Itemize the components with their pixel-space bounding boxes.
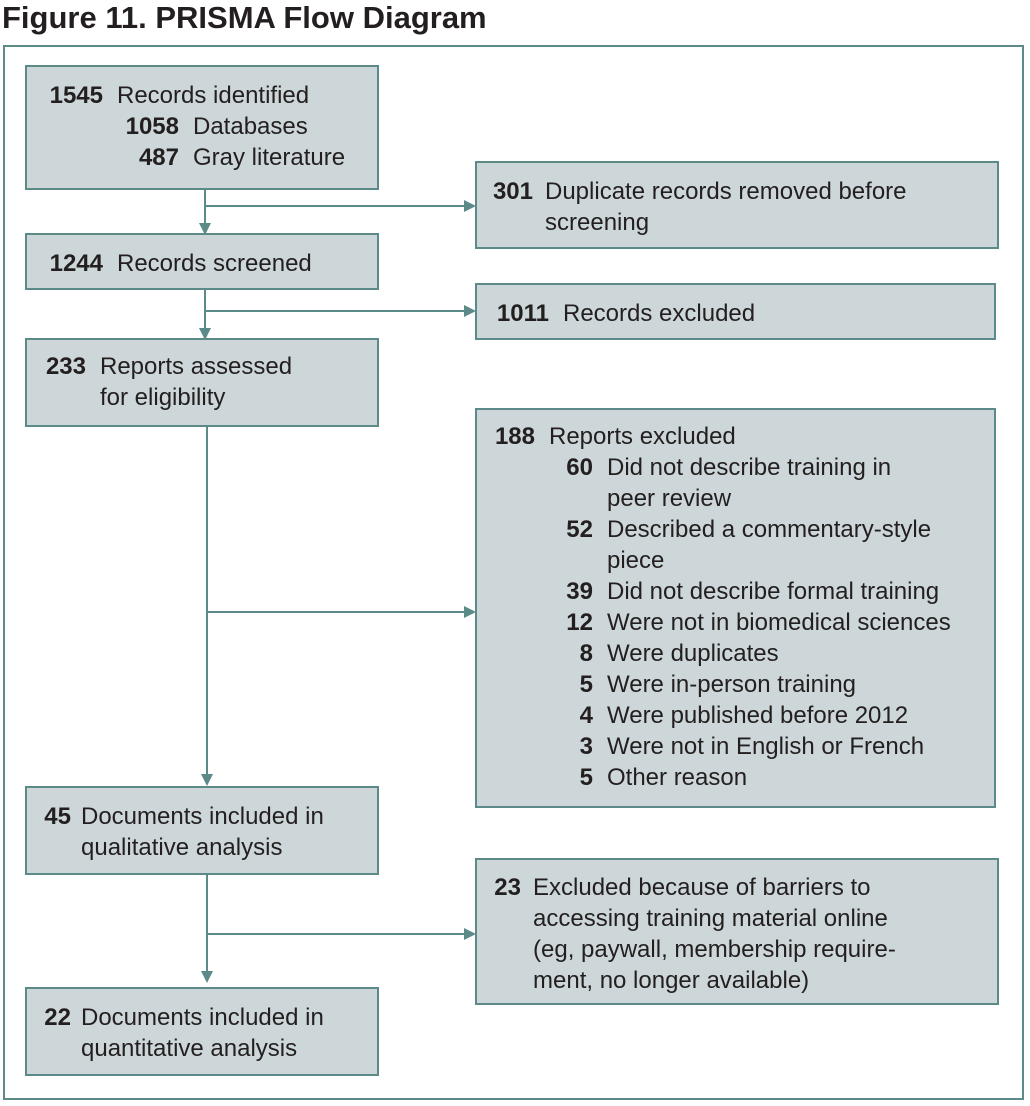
reason-count: 3: [579, 733, 593, 760]
count: 188: [494, 423, 535, 450]
reason-label-cont: piece: [607, 547, 665, 574]
label: Duplicate records removed before: [545, 178, 907, 205]
reason-label: Did not describe formal training: [607, 578, 940, 605]
box-records-screened: 1244 Records screened: [25, 233, 379, 290]
figure-title: Figure 11. PRISMA Flow Diagram: [2, 0, 487, 35]
label-cont: ment, no longer available): [533, 967, 810, 994]
box-records-identified: 1545 Records identified 1058 Databases 487…: [25, 65, 379, 190]
label-cont: screening: [545, 209, 650, 236]
label: Reports assessed: [100, 353, 293, 380]
label: Reports excluded: [549, 423, 736, 450]
box-records-excluded: 1011 Records excluded: [475, 283, 996, 340]
box-duplicates-removed: 301 Duplicate records removed before scre…: [475, 161, 999, 249]
reason-label: Were duplicates: [607, 640, 779, 667]
box-reports-excluded: 188 Reports excluded 60 Did not describe t…: [475, 408, 996, 808]
label: Gray literature: [193, 144, 346, 171]
label: Excluded because of barriers to: [533, 874, 871, 901]
label: Databases: [193, 113, 308, 140]
reason-label-cont: peer review: [607, 485, 732, 512]
label-cont: qualitative analysis: [81, 834, 283, 861]
box-quantitative-analysis: 22 Documents included in quantitative ana…: [25, 987, 379, 1076]
label-cont: for eligibility: [100, 384, 226, 411]
reason-count: 12: [566, 609, 593, 636]
reason-count: 5: [579, 671, 593, 698]
label-cont: (eg, paywall, membership require-: [533, 936, 896, 963]
reason-label: Were published before 2012: [607, 702, 909, 729]
label: Records screened: [117, 250, 312, 277]
count: 487: [138, 144, 179, 171]
label: Documents included in: [81, 1004, 324, 1031]
count: 301: [492, 178, 533, 205]
reason-label: Were in-person training: [607, 671, 857, 698]
box-qualitative-analysis: 45 Documents included in qualitative anal…: [25, 786, 379, 875]
label: Documents included in: [81, 803, 324, 830]
reason-label: Described a commentary-style: [607, 516, 932, 543]
label-cont: accessing training material online: [533, 905, 888, 932]
diagram-frame: [3, 45, 1024, 1100]
count: 22: [44, 1004, 71, 1031]
count: 1545: [49, 82, 103, 109]
label: Records excluded: [563, 300, 756, 327]
count: 1011: [496, 300, 549, 327]
count: 1058: [125, 113, 179, 140]
reason-label: Were not in biomedical sciences: [607, 609, 951, 636]
count: 23: [494, 874, 521, 901]
exclusion-reasons: 60 Did not describe training in peer revi…: [489, 452, 994, 793]
box-barriers-excluded: 23 Excluded because of barriers to access…: [475, 858, 999, 1005]
reason-count: 39: [566, 578, 593, 605]
box-reports-assessed: 233 Reports assessed for eligibility: [25, 338, 379, 427]
label-cont: quantitative analysis: [81, 1035, 298, 1062]
count: 45: [44, 803, 71, 830]
reason-count: 5: [579, 764, 593, 791]
reason-label: Were not in English or French: [607, 733, 925, 760]
label: Records identified: [117, 82, 310, 109]
reason-count: 60: [566, 454, 593, 481]
reason-label: Other reason: [607, 764, 748, 791]
reason-count: 52: [566, 516, 593, 543]
reason-count: 8: [579, 640, 593, 667]
reason-label: Did not describe training in: [607, 454, 892, 481]
count: 1244: [49, 250, 103, 277]
reason-count: 4: [579, 702, 593, 729]
count: 233: [45, 353, 86, 380]
